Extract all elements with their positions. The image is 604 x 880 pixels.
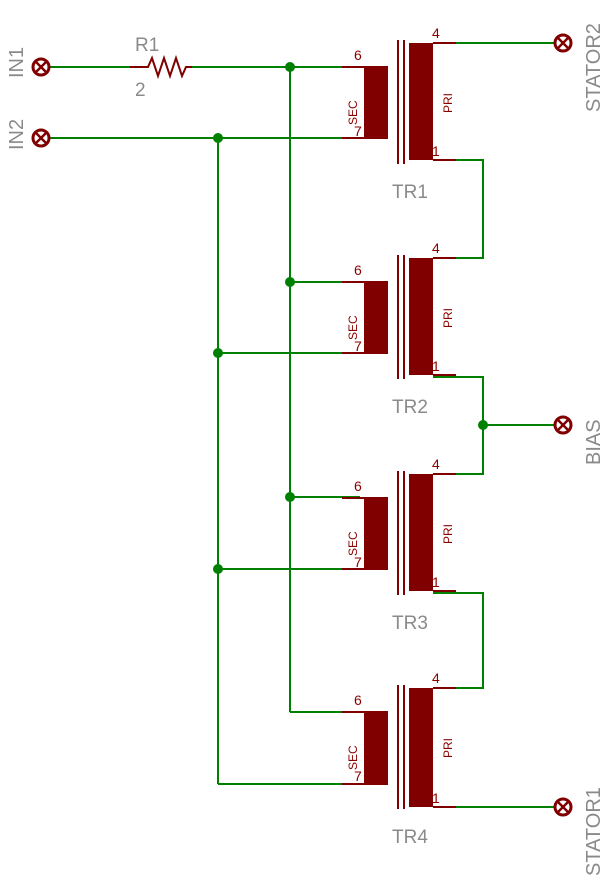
connector-label-bias: BIAS [583, 419, 604, 465]
connector-icon [31, 128, 51, 148]
transformer-tr1[interactable]: 6 7 4 1 SEC PRI TR1 [342, 25, 456, 203]
pin-1: 1 [432, 358, 440, 374]
connector-label-in1: IN1 [6, 47, 28, 78]
secondary-winding [364, 498, 388, 569]
wire-tr3-tr4 [433, 592, 484, 689]
pin-4: 4 [432, 25, 440, 41]
primary-winding [409, 688, 433, 807]
pin-7: 7 [354, 554, 362, 570]
connector-label-stator1: STATOR1 [583, 787, 604, 876]
pin-6: 6 [354, 47, 362, 63]
primary-winding [409, 43, 433, 160]
connector-icon [553, 33, 573, 53]
wire-tr2-tr3 [433, 376, 484, 475]
wire-tr1-tr2 [433, 159, 484, 259]
pin-1: 1 [432, 143, 440, 159]
junction-dot [213, 348, 223, 358]
pin-7: 7 [354, 123, 362, 139]
connector-label-in2: IN2 [6, 119, 28, 150]
pri-label: PRI [441, 738, 455, 758]
pri-label: PRI [441, 93, 455, 113]
pin-6: 6 [354, 262, 362, 278]
sec-label: SEC [346, 531, 360, 556]
pin-4: 4 [432, 240, 440, 256]
junction-dot [285, 492, 295, 502]
connector-stator1[interactable]: STATOR1 [553, 787, 604, 876]
connector-in1[interactable]: IN1 [6, 47, 51, 78]
pin-7: 7 [354, 768, 362, 784]
connector-icon [553, 797, 573, 817]
pri-label: PRI [441, 308, 455, 328]
transformer-tr2[interactable]: 6 7 4 1 SEC PRI TR2 [342, 240, 456, 418]
secondary-winding [364, 282, 388, 353]
connector-in2[interactable]: IN2 [6, 119, 51, 150]
pin-1: 1 [432, 790, 440, 806]
primary-winding [409, 258, 433, 375]
sec-label: SEC [346, 315, 360, 340]
secondary-winding [364, 67, 388, 138]
transformer-tr3[interactable]: 6 7 4 1 SEC PRI TR3 [342, 456, 456, 634]
junction-dot [285, 277, 295, 287]
transformer-name: TR3 [392, 613, 428, 634]
pin-6: 6 [354, 692, 362, 708]
pri-label: PRI [441, 524, 455, 544]
junction-dot [213, 133, 223, 143]
pin-4: 4 [432, 456, 440, 472]
transformer-name: TR1 [392, 182, 428, 203]
resistor-symbol [130, 54, 192, 80]
connector-label-stator2: STATOR2 [583, 23, 604, 112]
transformer-tr4[interactable]: 6 7 4 1 SEC PRI TR4 [342, 670, 456, 848]
transformer-name: TR2 [392, 397, 428, 418]
junctions [213, 62, 488, 574]
pin-4: 4 [432, 670, 440, 686]
pin-6: 6 [354, 478, 362, 494]
connector-icon [553, 415, 573, 435]
sec-label: SEC [346, 745, 360, 770]
sec-label: SEC [346, 100, 360, 125]
connector-bias[interactable]: BIAS [553, 415, 604, 465]
primary-winding [409, 474, 433, 591]
resistor-value: 2 [135, 80, 146, 101]
connector-icon [31, 57, 51, 77]
junction-dot [213, 564, 223, 574]
resistor-name: R1 [135, 35, 159, 56]
junction-dot [478, 420, 488, 430]
junction-dot [285, 62, 295, 72]
pin-1: 1 [432, 574, 440, 590]
transformer-name: TR4 [392, 827, 428, 848]
pin-7: 7 [354, 338, 362, 354]
connector-stator2[interactable]: STATOR2 [553, 23, 604, 112]
resistor-r1[interactable]: R1 2 [130, 35, 192, 101]
secondary-winding [364, 712, 388, 784]
